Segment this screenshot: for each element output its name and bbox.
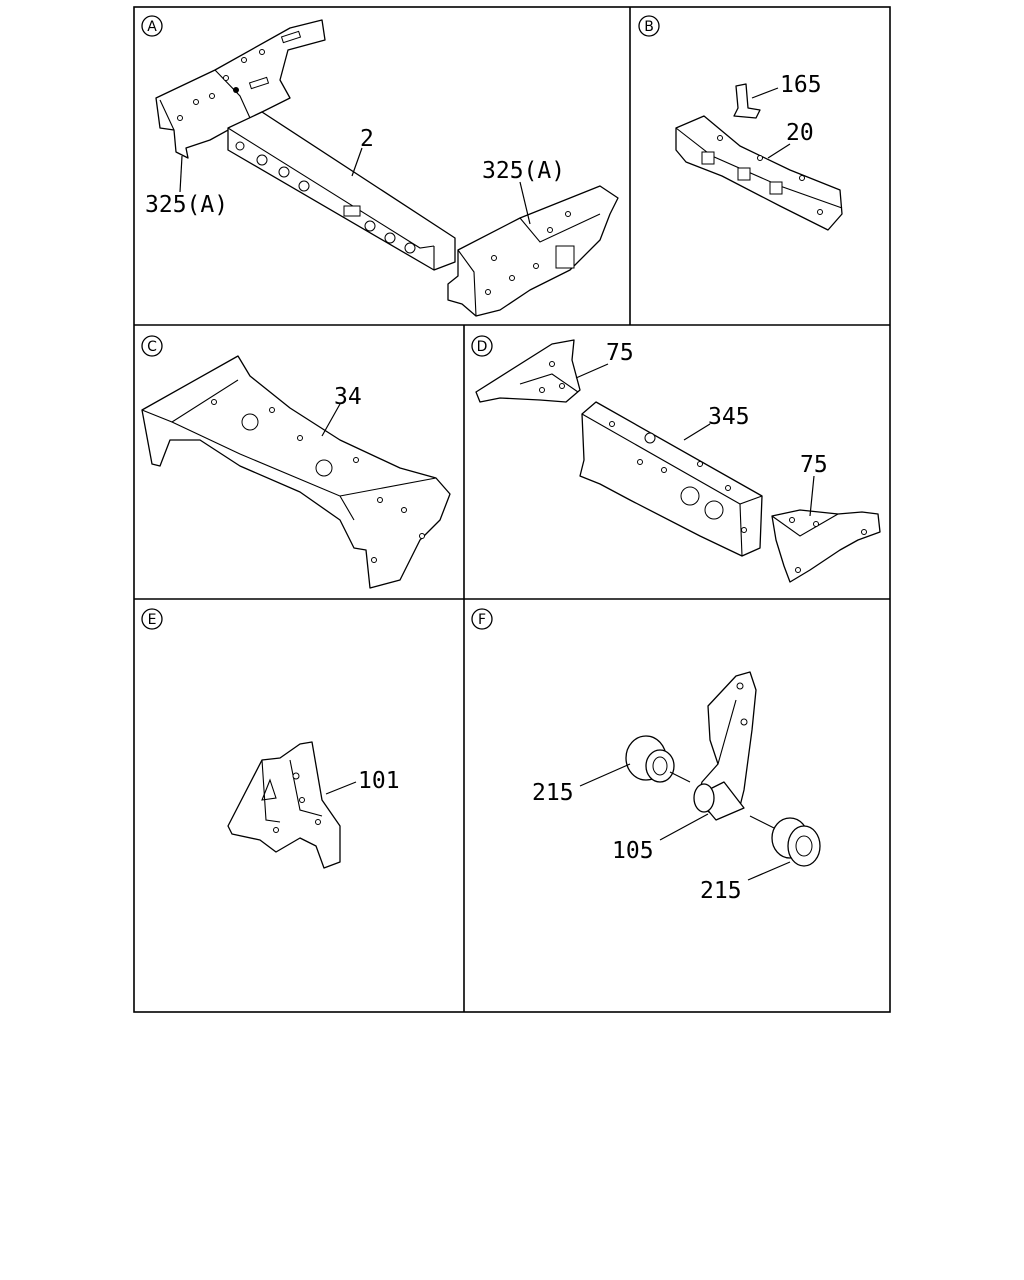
part-325a-left-bracket <box>155 19 326 159</box>
part-34-crossmember <box>141 355 451 589</box>
part-75-upper-gusset <box>475 339 581 403</box>
section-badge-d: D <box>471 335 493 357</box>
svg-text:325(A): 325(A) <box>482 158 565 184</box>
svg-text:325(A): 325(A) <box>145 192 228 218</box>
part-75-lower-gusset <box>771 509 881 583</box>
svg-text:A: A <box>147 19 157 35</box>
svg-text:75: 75 <box>606 340 634 366</box>
svg-text:215: 215 <box>700 878 742 904</box>
svg-text:B: B <box>644 19 654 35</box>
part-165-bracket <box>733 83 761 119</box>
section-badge-b: B <box>638 15 660 37</box>
section-badge-e: E <box>141 608 163 630</box>
callout-75-lower: 75 <box>800 452 828 517</box>
svg-text:D: D <box>477 339 488 355</box>
section-badge-a: A <box>141 15 163 37</box>
callout-2: 2 <box>351 126 374 177</box>
section-badge-f: F <box>471 608 493 630</box>
callout-34: 34 <box>321 384 362 437</box>
callout-215-lower: 215 <box>700 861 791 904</box>
svg-text:20: 20 <box>786 120 814 146</box>
part-345-crossmember <box>579 401 763 557</box>
part-325a-right-bracket <box>447 185 619 317</box>
svg-text:F: F <box>478 612 486 628</box>
callout-325a-left: 325(A) <box>145 155 228 218</box>
part-105-arm <box>693 671 757 821</box>
svg-text:34: 34 <box>334 384 362 410</box>
part-20-crossmember <box>675 115 843 231</box>
callout-20: 20 <box>767 120 814 159</box>
callout-215-upper: 215 <box>532 763 631 806</box>
callout-325a-right: 325(A) <box>482 158 565 225</box>
callout-101: 101 <box>325 768 400 795</box>
part-215-lower-bushing <box>749 815 821 867</box>
part-2-crossmember <box>227 111 456 271</box>
section-badge-c: C <box>141 335 163 357</box>
svg-text:101: 101 <box>358 768 400 794</box>
svg-text:75: 75 <box>800 452 828 478</box>
callout-165: 165 <box>751 72 822 99</box>
callout-345: 345 <box>683 404 750 441</box>
callout-75-upper: 75 <box>575 340 634 379</box>
svg-text:E: E <box>148 612 157 628</box>
diagram-frame <box>133 6 891 1013</box>
svg-text:215: 215 <box>532 780 574 806</box>
part-101-bracket <box>227 741 341 869</box>
svg-text:C: C <box>147 339 157 355</box>
svg-text:105: 105 <box>612 838 654 864</box>
callout-105: 105 <box>612 813 709 864</box>
svg-text:2: 2 <box>360 126 374 152</box>
svg-text:165: 165 <box>780 72 822 98</box>
part-215-upper-bushing <box>625 735 691 783</box>
svg-text:345: 345 <box>708 404 750 430</box>
